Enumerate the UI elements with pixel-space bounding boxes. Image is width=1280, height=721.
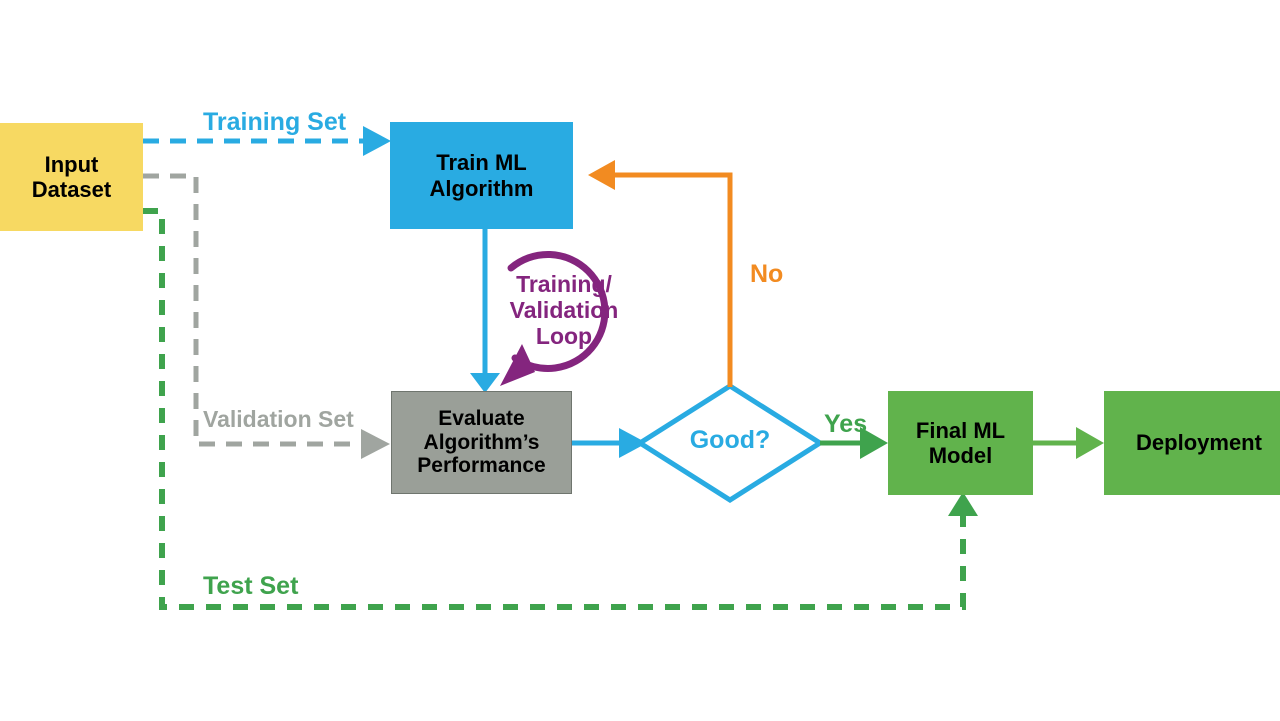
edge-label-validation-set: Validation Set bbox=[203, 406, 354, 432]
node-deployment[interactable]: Deployment bbox=[1104, 391, 1280, 495]
edge-label-yes: Yes bbox=[824, 410, 868, 438]
edge-model-to-deployment bbox=[1033, 427, 1104, 459]
edge-evaluate-to-decision bbox=[572, 428, 647, 458]
node-evaluate-algorithms-performance[interactable]: Evaluate Algorithm’s Performance bbox=[391, 391, 572, 494]
edge-label-training-validation-loop: Training/ Validation Loop bbox=[509, 271, 619, 349]
node-train-ml-algorithm[interactable]: Train ML Algorithm bbox=[390, 122, 573, 229]
training-validation-loop-arrow bbox=[500, 251, 609, 386]
node-input-dataset[interactable]: Input Dataset bbox=[0, 123, 143, 231]
decision-label-good: Good? bbox=[689, 426, 771, 454]
edge-validation-set bbox=[143, 173, 390, 459]
edge-label-test-set: Test Set bbox=[203, 572, 299, 600]
edge-label-no: No bbox=[750, 260, 784, 288]
edge-decision-no bbox=[588, 160, 733, 387]
node-final-ml-model[interactable]: Final ML Model bbox=[888, 391, 1033, 495]
edge-label-training-set: Training Set bbox=[203, 108, 347, 136]
decision-diamond-good[interactable] bbox=[635, 383, 825, 503]
edge-train-to-evaluate bbox=[470, 229, 500, 393]
edge-test-set bbox=[143, 208, 978, 610]
edge-training-set bbox=[143, 126, 391, 156]
edge-decision-yes bbox=[820, 427, 888, 459]
